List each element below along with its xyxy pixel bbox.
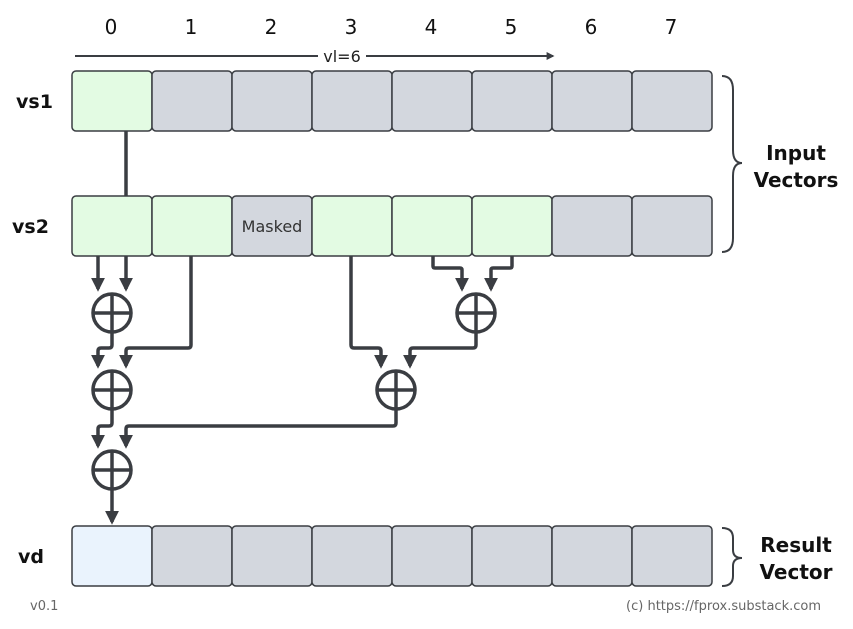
vd-element-2	[231, 525, 313, 587]
index-label: 1	[185, 15, 198, 39]
vector-vs1	[71, 70, 713, 132]
wire-adder-c-to-adder-e	[91, 410, 114, 449]
index-label: 5	[505, 15, 518, 39]
adder-e-icon	[91, 449, 133, 491]
wire-to-adder-b-right	[484, 256, 514, 292]
wire-to-adder-b-left	[431, 256, 469, 292]
vs1-element-2	[231, 70, 313, 132]
input-brace-icon	[721, 75, 743, 253]
vd-element-4	[391, 525, 473, 587]
version-label: v0.1	[30, 599, 58, 614]
vector-vs2: Masked	[71, 195, 713, 257]
row-label-vs1: vs1	[16, 91, 53, 113]
vs1-element-3	[311, 70, 393, 132]
adder-c-icon	[91, 369, 133, 411]
vd-element-5	[471, 525, 553, 587]
credit-label: (c) https://fprox.substack.com	[626, 599, 821, 614]
adder-b-icon	[455, 292, 497, 334]
row-label-vd: vd	[18, 546, 44, 568]
vector-length-indicator: vl=6	[75, 46, 555, 66]
vs2-element-2-label: Masked	[242, 217, 303, 236]
vs1-element-7	[631, 70, 713, 132]
vs2-element-7	[631, 195, 713, 257]
adder-a-icon	[91, 292, 133, 334]
vs2-element-6	[551, 195, 633, 257]
vs2-element-0	[71, 195, 153, 257]
input-vectors-label-line2: Vectors	[754, 168, 839, 192]
vs2-element-4	[391, 195, 473, 257]
wire-vs2-3-to-adder-d	[349, 256, 388, 369]
vs2-element-1	[151, 195, 233, 257]
vd-element-3	[311, 525, 393, 587]
vs1-element-4	[391, 70, 473, 132]
vs2-element-3	[311, 195, 393, 257]
index-label: 2	[265, 15, 278, 39]
vl-label-background	[318, 46, 366, 64]
wire-adder-b-to-adder-d	[403, 333, 478, 369]
result-brace-icon	[721, 527, 743, 587]
index-label: 3	[345, 15, 358, 39]
wire-vs2-1-to-adder-c	[119, 256, 193, 369]
row-label-vs2: vs2	[12, 216, 49, 238]
index-label: 4	[425, 15, 438, 39]
vector-vd	[71, 525, 713, 587]
vs1-element-0	[71, 70, 153, 132]
wire-adder-a-to-adder-c	[91, 333, 114, 369]
vd-element-7	[631, 525, 713, 587]
vs2-element-5	[471, 195, 553, 257]
vd-element-0	[71, 525, 153, 587]
wire-adder-d-to-adder-e	[119, 410, 398, 449]
vl-label: vl=6	[323, 47, 361, 66]
index-label: 6	[585, 15, 598, 39]
index-label: 7	[665, 15, 678, 39]
index-label: 0	[105, 15, 118, 39]
vs1-element-5	[471, 70, 553, 132]
vs1-element-1	[151, 70, 233, 132]
result-vector-label-line2: Vector	[760, 560, 833, 584]
input-vectors-label-line1: Input	[766, 141, 826, 165]
adder-d-icon	[375, 369, 417, 411]
reduction-tree	[91, 131, 514, 525]
index-labels: 0 1 2 3 4 5 6 7	[105, 15, 678, 39]
result-vector-label-line1: Result	[760, 533, 832, 557]
vs1-element-6	[551, 70, 633, 132]
vd-element-6	[551, 525, 633, 587]
vd-element-1	[151, 525, 233, 587]
